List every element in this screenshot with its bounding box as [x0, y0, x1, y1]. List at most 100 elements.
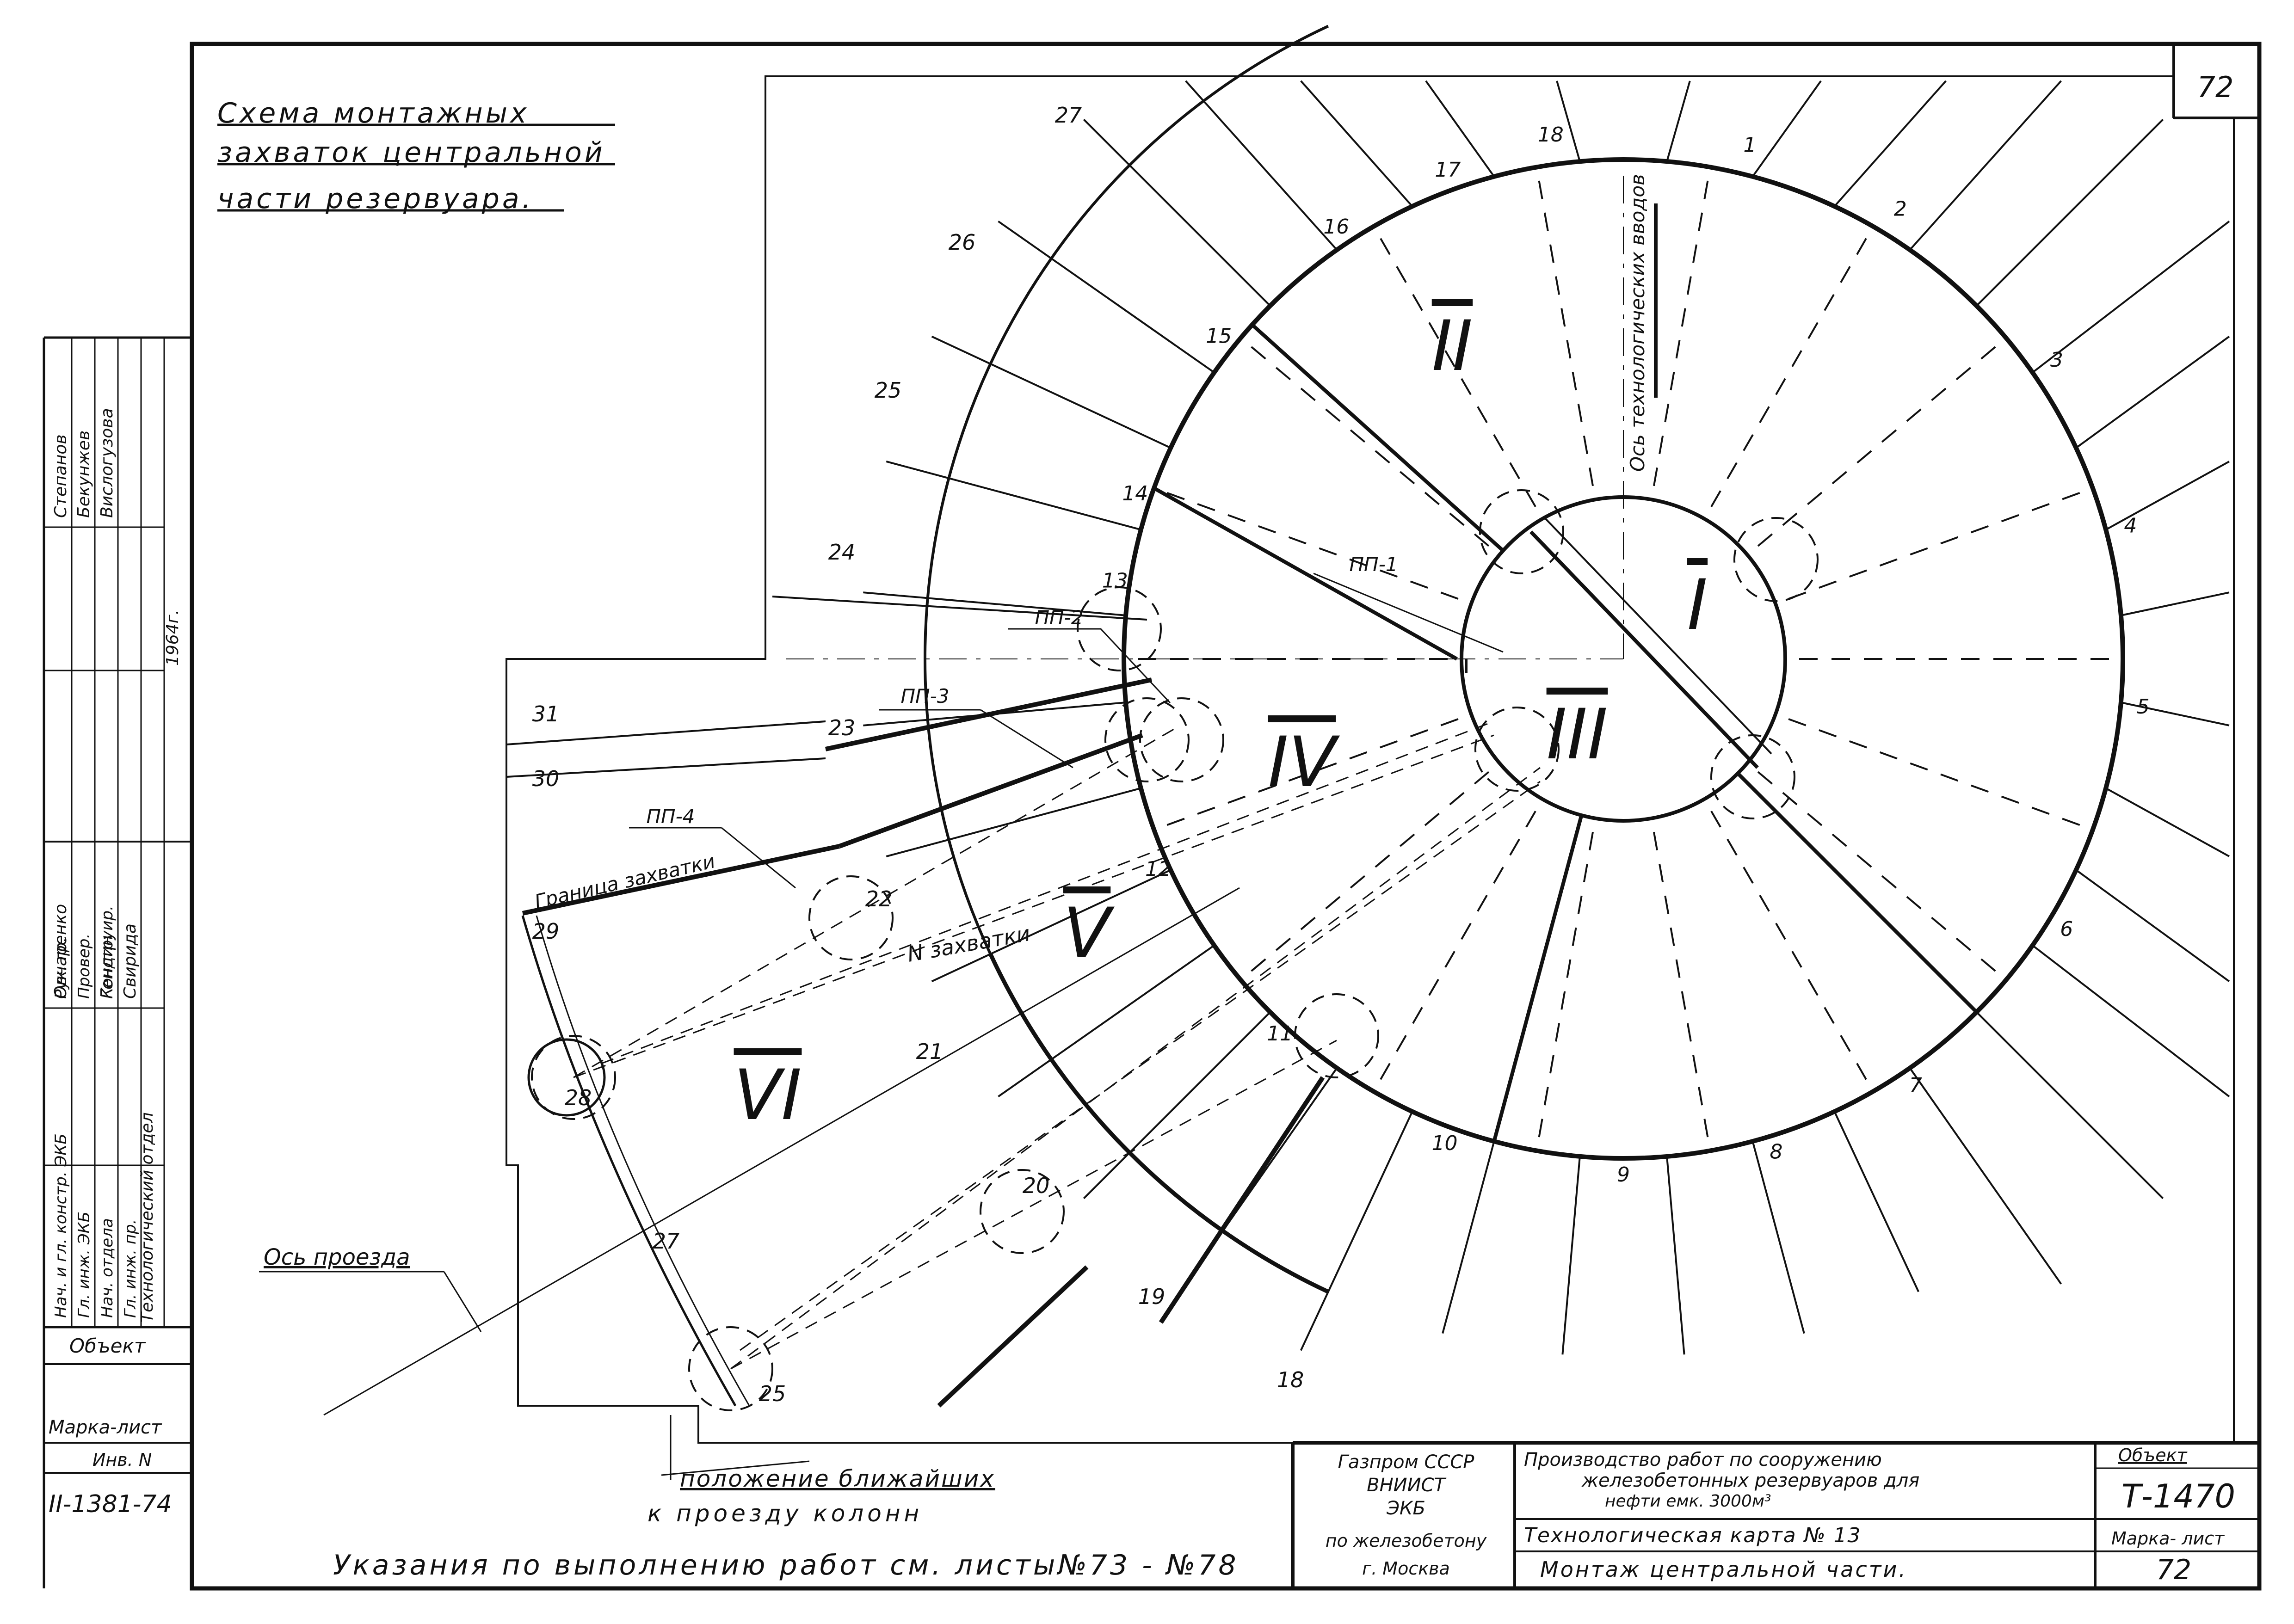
panel-radial-line: [886, 461, 1141, 531]
panel-radial-line: [1976, 1011, 2164, 1200]
panel-number-1: 1: [1743, 134, 1756, 157]
zone-label-6: VI: [734, 1055, 802, 1136]
panel-radial-line: [931, 335, 1172, 449]
panel-number-10: 10: [1432, 1132, 1458, 1155]
panel-radial-line: [1561, 1156, 1581, 1355]
panel-line-31: [506, 720, 826, 745]
stamp-inv-label: Инв. N: [92, 1450, 152, 1470]
text-layer: 1234567891011121314151617181819202122232…: [49, 70, 2235, 1586]
dashed-projection-line: [601, 720, 1494, 1064]
outer-number: 21: [916, 1039, 944, 1064]
sheet-frame: [190, 42, 2262, 1591]
stamp-name: Степанов: [51, 434, 70, 518]
diagonal-bar-edge: [1544, 517, 1772, 755]
panel-radial-line: [2075, 869, 2230, 982]
dashed-radial-line: [1757, 346, 1996, 547]
column-position-circle: [1710, 734, 1795, 819]
panel-radial-line: [2032, 221, 2230, 374]
column-position-circle: [1139, 697, 1224, 782]
geometry-layer: [217, 25, 2230, 1480]
dashed-projection-line: [730, 767, 1541, 1370]
zone-label-1: I: [1687, 565, 1708, 646]
panel-radial-line: [2121, 701, 2230, 726]
tb-work-2: железобетонных резервуаров для: [1581, 1470, 1919, 1491]
tb-work-1: Производство работ по сооружению: [1524, 1449, 1882, 1470]
outer-number: 31: [532, 701, 560, 726]
label-ukazaniya: Указания по выполнению работ см. листы№7…: [333, 1549, 1239, 1581]
zone-boundary-granica: [522, 844, 840, 916]
column-position-circle: [531, 1035, 616, 1120]
column-position-circle: [1733, 517, 1819, 602]
dashed-radial-line: [1653, 180, 1709, 486]
dashed-radial-line: [1380, 811, 1536, 1080]
road-edge-inner: [536, 915, 750, 1406]
panel-radial-line: [1833, 1111, 1919, 1292]
stamp-role: Гл. инж. пр.: [121, 1219, 140, 1318]
panel-radial-line: [2121, 591, 2230, 616]
panel-number-15: 15: [1206, 325, 1232, 348]
label-n-zahvatki: N захватки: [906, 921, 1032, 967]
panel-radial-line: [886, 787, 1141, 857]
stamp-name: Гендин: [98, 935, 117, 999]
leader-polozhenie: [661, 1460, 810, 1476]
panel-radial-line: [2075, 336, 2230, 449]
panel-number-3: 3: [2050, 348, 2063, 372]
panel-radial-line: [1909, 80, 2062, 251]
tb-objekt-label: Объект: [2118, 1445, 2188, 1465]
panel-number-14: 14: [1122, 482, 1148, 505]
outer-number: 25: [759, 1381, 786, 1406]
column-position-circle: [1294, 993, 1379, 1078]
dashed-radial-line: [1710, 811, 1867, 1080]
outer-number: 30: [532, 766, 560, 791]
side-stamp-frame: [43, 336, 192, 1588]
panel-number-2: 2: [1894, 197, 1907, 221]
dashed-projection-line: [730, 1040, 1337, 1370]
zone-boundary-lower-2: [937, 1265, 1089, 1408]
outer-number: 19: [1138, 1284, 1166, 1309]
outer-number: 26: [949, 230, 976, 255]
panel-number-8: 8: [1770, 1140, 1782, 1164]
outer-number: 29: [532, 919, 560, 944]
label-polozhenie-1: положение ближайших: [680, 1465, 995, 1492]
panel-number-4: 4: [2124, 514, 2137, 538]
panel-number-7: 7: [1909, 1074, 1922, 1097]
title-block-frame: [1291, 44, 2259, 1588]
panel-number-11: 11: [1267, 1022, 1293, 1046]
title-line-2: захваток центральной: [217, 136, 605, 169]
zone-boundary-lower: [1159, 1076, 1325, 1324]
tb-org-3: ЭКБ: [1386, 1498, 1425, 1519]
ring-circle: [1122, 157, 2125, 1161]
outer-number: 28: [565, 1085, 592, 1110]
stamp-inv-value: II-1381-74: [49, 1490, 172, 1518]
panel-radial-line: [863, 591, 1126, 616]
outer-number: 24: [828, 540, 856, 565]
dashed-radial-line: [1788, 492, 2080, 600]
panel-radial-line: [2032, 944, 2230, 1097]
zone-label-2: II: [1432, 306, 1473, 387]
outer-number: 25: [875, 378, 902, 403]
outer-number: 20: [1023, 1173, 1050, 1198]
panel-number-6: 6: [2060, 917, 2073, 941]
outer-number: 27: [653, 1229, 680, 1254]
zone-label-3: III: [1547, 695, 1608, 775]
axis-label-vvodov: Ось технологических вводов: [1626, 174, 1649, 472]
stamp-dept: Технологический отдел: [138, 1112, 157, 1323]
stamp-objekt-label: Объект: [69, 1335, 146, 1357]
column-position-circle: [1104, 697, 1190, 782]
road-axis-leader-2: [443, 1271, 482, 1332]
panel-radial-line: [1442, 1141, 1495, 1334]
label-pp2: ПП-2: [1035, 606, 1083, 629]
zone-label-5: V: [1063, 893, 1115, 974]
panel-radial-line: [998, 220, 1215, 374]
stamp-name: Свирида: [121, 923, 140, 999]
tb-desc: Монтаж центральной части.: [1540, 1557, 1907, 1582]
outer-number: 23: [828, 715, 856, 740]
panel-number-9: 9: [1617, 1163, 1630, 1187]
tb-marka-value: 72: [2156, 1554, 2191, 1586]
panel-radial-line: [1666, 1156, 1685, 1355]
zone-boundary-VI: [839, 733, 1143, 849]
dashed-radial-line: [1538, 180, 1594, 486]
tb-org-2: ВНИИСТ: [1367, 1475, 1447, 1496]
